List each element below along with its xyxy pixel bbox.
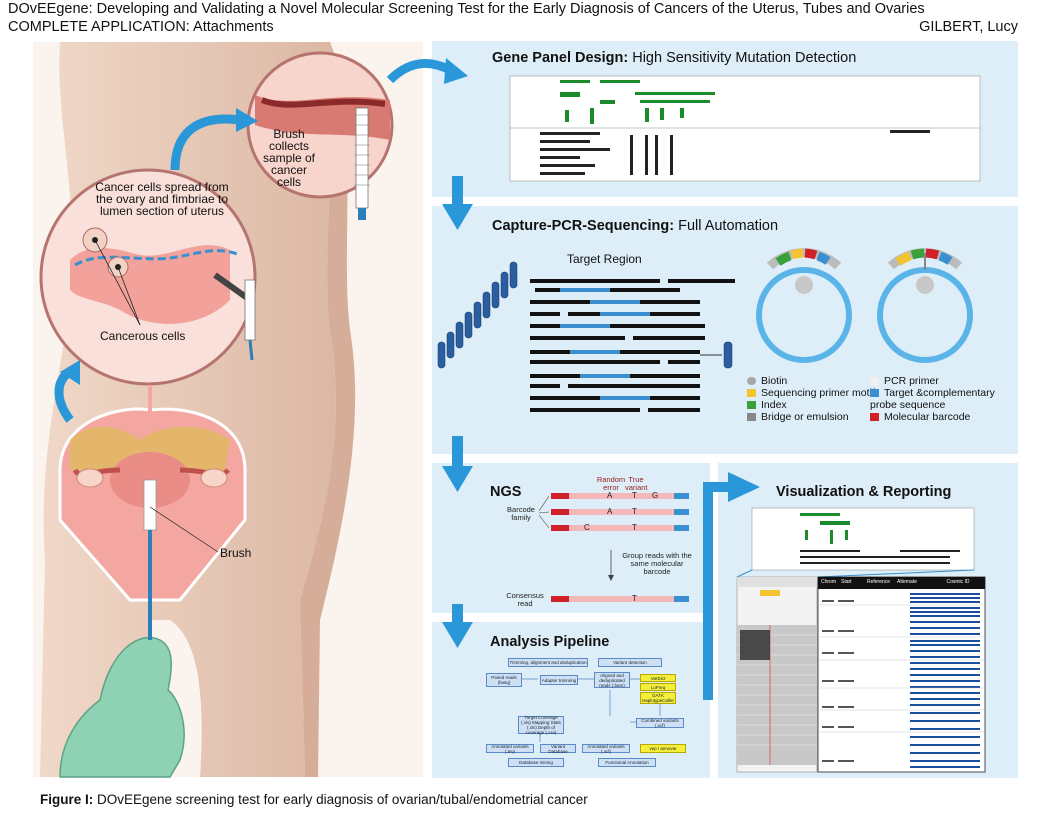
legend-sequencing-primer: Sequencing primer motif	[747, 387, 875, 399]
ngs-panel	[432, 463, 710, 613]
read1-letter-a: A	[607, 491, 613, 500]
legend-label-pcr-primer: PCR primer	[884, 375, 939, 387]
report-col-start: Start	[841, 579, 852, 585]
document-subtitle: COMPLETE APPLICATION: Attachments	[8, 19, 274, 35]
legend-swatch-bridge	[747, 413, 756, 421]
box-trimming: Trimming, alignment and deduplication	[508, 658, 588, 667]
visualization-screenshots	[736, 507, 986, 773]
figure-caption-text: DOvEEgene screening test for early diagn…	[93, 792, 588, 807]
capture-title-rest: Full Automation	[674, 218, 779, 234]
read3-letter-t: T	[632, 523, 637, 532]
brush-sample-circle	[246, 51, 394, 220]
report-col-reference: Reference	[867, 579, 891, 585]
gene-panel-track-view	[509, 75, 981, 182]
legend-swatch-pcr-primer	[870, 377, 879, 385]
document-title: DOvEEgene: Developing and Validating a N…	[8, 1, 925, 17]
pipeline-title-text: Analysis Pipeline	[490, 634, 610, 650]
target-region-label: Target Region	[567, 252, 642, 266]
author-name: GILBERT, Lucy	[919, 19, 1018, 35]
legend-pcr-primer: PCR primer	[870, 375, 939, 387]
ngs-barcode-reads	[538, 493, 689, 602]
gene-panel-title: Gene Panel Design: High Sensitivity Muta…	[492, 50, 856, 66]
read1-letter-t: T	[632, 491, 637, 500]
legend-label-molecular-barcode: Molecular barcode	[884, 411, 971, 423]
legend-label-target-probe: Target &complementary probe sequence	[870, 387, 995, 411]
group-reads-label: Group reads with the same molecular barc…	[622, 551, 692, 576]
figure-caption-label: Figure I:	[40, 792, 94, 807]
legend-swatch-molecular-barcode	[870, 413, 879, 421]
ngs-title: NGS	[490, 484, 521, 500]
legend-swatch-target-probe	[870, 389, 879, 397]
box-gatk: GATK HaplotypeCaller	[640, 692, 676, 704]
consensus-letter: T	[632, 594, 637, 603]
legend-label-biotin: Biotin	[761, 375, 788, 387]
box-paired-reads: Paired reads (fastq)	[486, 673, 522, 687]
legend-swatch-index	[747, 401, 756, 409]
random-error-label: Random error	[596, 475, 626, 492]
legend-label-sequencing-primer: Sequencing primer motif	[761, 387, 875, 399]
ngs-title-text: NGS	[490, 484, 522, 500]
legend-bridge: Bridge or emulsion	[747, 411, 849, 423]
capture-title-bold: Capture-PCR-Sequencing:	[492, 218, 675, 234]
legend-target-probe: Target &complementary probe sequence	[870, 387, 1010, 411]
visualization-title: Visualization & Reporting	[776, 484, 951, 500]
box-annotated-variants-tsv: Annotated variants (.tsv)	[486, 744, 534, 754]
box-database-mining: Database mining	[508, 758, 564, 767]
brush-callout-label: Brush collects sample of cancer cells	[258, 128, 320, 188]
report-col-chrom: Chrom	[821, 579, 837, 585]
box-adapter-trimming: Adapter trimming	[540, 675, 578, 685]
legend-swatch-biotin	[747, 377, 756, 385]
read2-letter-t: T	[632, 507, 637, 516]
report-col-cosmic-id: Cosmic ID	[946, 579, 970, 585]
box-functional-annotation: Functional Annotation	[598, 758, 656, 767]
legend-swatch-sequencing-primer	[747, 389, 756, 397]
brush-label: Brush	[220, 546, 252, 560]
gloved-hand-illustration	[59, 610, 185, 778]
box-aligned-reads: Aligned and deduplicated reads (.bam)	[594, 672, 630, 688]
uterus-cutaway-illustration	[58, 407, 247, 640]
box-annotated-variants-vcf: Annotated variants (.vcf)	[582, 744, 630, 754]
brush-callout-text: Brush collects sample of cancer cells	[262, 127, 316, 189]
box-variant-detection: Variant detection	[598, 658, 662, 667]
spread-callout-label: Cancer cells spread from the ovary and f…	[92, 181, 232, 217]
box-vardict: VarDict	[640, 674, 676, 682]
cancerous-cells-label: Cancerous cells	[100, 329, 186, 343]
legend-biotin: Biotin	[747, 375, 787, 387]
flow-arrows	[442, 176, 760, 700]
legend-label-index: Index	[761, 399, 787, 411]
box-combined-variants: Combined variants (.vcf)	[636, 718, 684, 728]
target-region-reads	[530, 279, 735, 412]
read3-letter-c: C	[584, 523, 590, 532]
sequencing-tubes	[437, 261, 733, 369]
true-variant-label: True variant	[625, 475, 648, 492]
read2-letter-a: A	[607, 507, 613, 516]
visualization-title-text: Visualization & Reporting	[776, 484, 952, 500]
gene-panel-title-bold: Gene Panel Design:	[492, 50, 629, 66]
barcode-family-label: Barcode family	[507, 505, 535, 522]
legend-molecular-barcode: Molecular barcode	[870, 411, 970, 423]
box-annovar: vep / annovar	[640, 744, 686, 753]
circular-probes	[756, 248, 973, 363]
capture-pcr-panel	[432, 206, 1018, 454]
consensus-read-label: Consensus read	[506, 591, 544, 608]
legend-label-bridge: Bridge or emulsion	[761, 411, 849, 423]
gene-panel-title-rest: High Sensitivity Mutation Detection	[628, 50, 857, 66]
read1-letter-g: G	[652, 491, 659, 500]
cancer-spread-circle	[39, 168, 257, 386]
box-variant-database: Variant Database	[540, 744, 576, 754]
report-table-header: Chrom Start Reference Alternate Cosmic I…	[819, 579, 985, 585]
box-target-coverage: Target Coverage (.xls) Mapping Stats (.x…	[518, 715, 564, 735]
report-col-alternate: Alternate	[897, 579, 918, 585]
box-lofreq: LoFreq	[640, 683, 676, 691]
capture-title: Capture-PCR-Sequencing: Full Automation	[492, 218, 778, 234]
legend-index: Index	[747, 399, 787, 411]
figure-caption: Figure I: DOvEEgene screening test for e…	[40, 792, 588, 807]
spread-callout-text: Cancer cells spread from the ovary and f…	[95, 180, 229, 218]
pipeline-title: Analysis Pipeline	[490, 634, 609, 650]
